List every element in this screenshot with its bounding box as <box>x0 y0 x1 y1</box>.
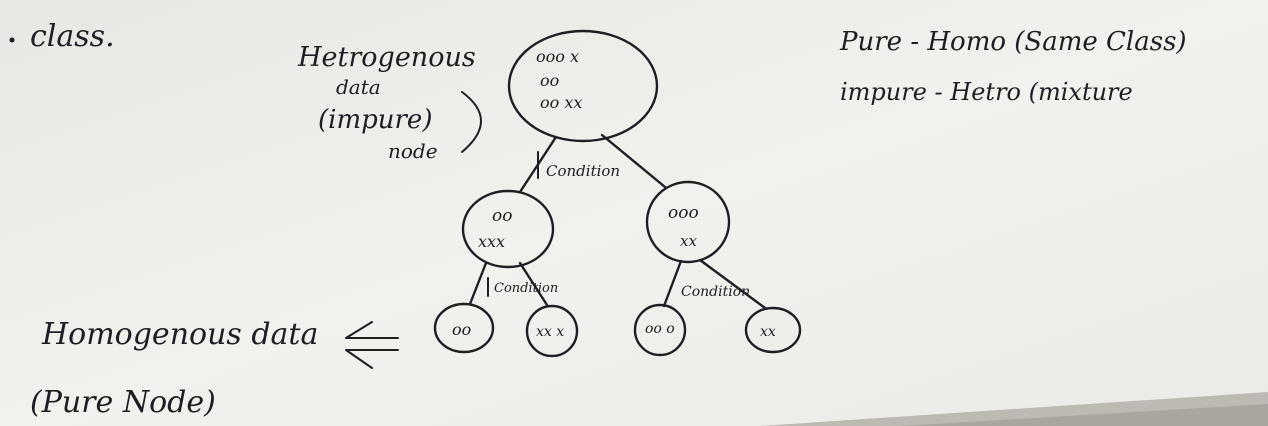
condition-left-label: Condition <box>494 281 558 296</box>
branch-left-leaf2 <box>518 261 549 307</box>
root-node <box>507 29 659 143</box>
branch-right-leaf3 <box>662 259 683 308</box>
branch-right-leaf4 <box>698 258 767 310</box>
left-node-row-2: xxx <box>478 232 505 251</box>
heterogeneous-line-2: data <box>336 75 381 99</box>
root-node-row-1: ooo x <box>536 47 579 66</box>
left-node <box>461 189 555 269</box>
pure-note: Pure - Homo (Same Class) <box>839 27 1187 57</box>
leaf-1-content: oo <box>452 320 471 339</box>
impure-note: impure - Hetro (mixture <box>840 78 1133 106</box>
leaf-3-content: oo o <box>645 321 675 337</box>
leaf-node-3 <box>633 303 687 357</box>
leaf-node-1 <box>433 302 495 354</box>
leaf-2-content: xx x <box>536 324 564 340</box>
condition-root-label: Condition <box>546 162 620 180</box>
condition-right-label: Condition <box>681 284 750 300</box>
heterogeneous-line-1: Hetrogenous <box>297 42 476 73</box>
leaf-node-4 <box>744 306 802 354</box>
root-node-row-2: oo <box>540 71 559 90</box>
arrow-icon <box>345 321 399 369</box>
leaf-node-2 <box>525 304 579 358</box>
heterogeneous-line-4: node <box>388 139 438 163</box>
homogeneous-line-2: (Pure Node) <box>30 385 216 420</box>
homogeneous-line-1: Homogenous data <box>41 317 318 352</box>
right-node <box>645 180 731 264</box>
class-label: class. <box>30 19 115 54</box>
left-node-row-1: oo <box>492 206 512 226</box>
heterogeneous-line-3: (impure) <box>318 105 432 135</box>
branch-left-leaf1 <box>468 261 488 306</box>
branch-root-right <box>600 133 667 189</box>
leaf-4-content: xx <box>760 324 776 340</box>
right-node-row-1: ooo <box>668 203 699 223</box>
right-node-row-2: xx <box>680 232 697 250</box>
root-node-row-3: oo xx <box>540 93 582 112</box>
